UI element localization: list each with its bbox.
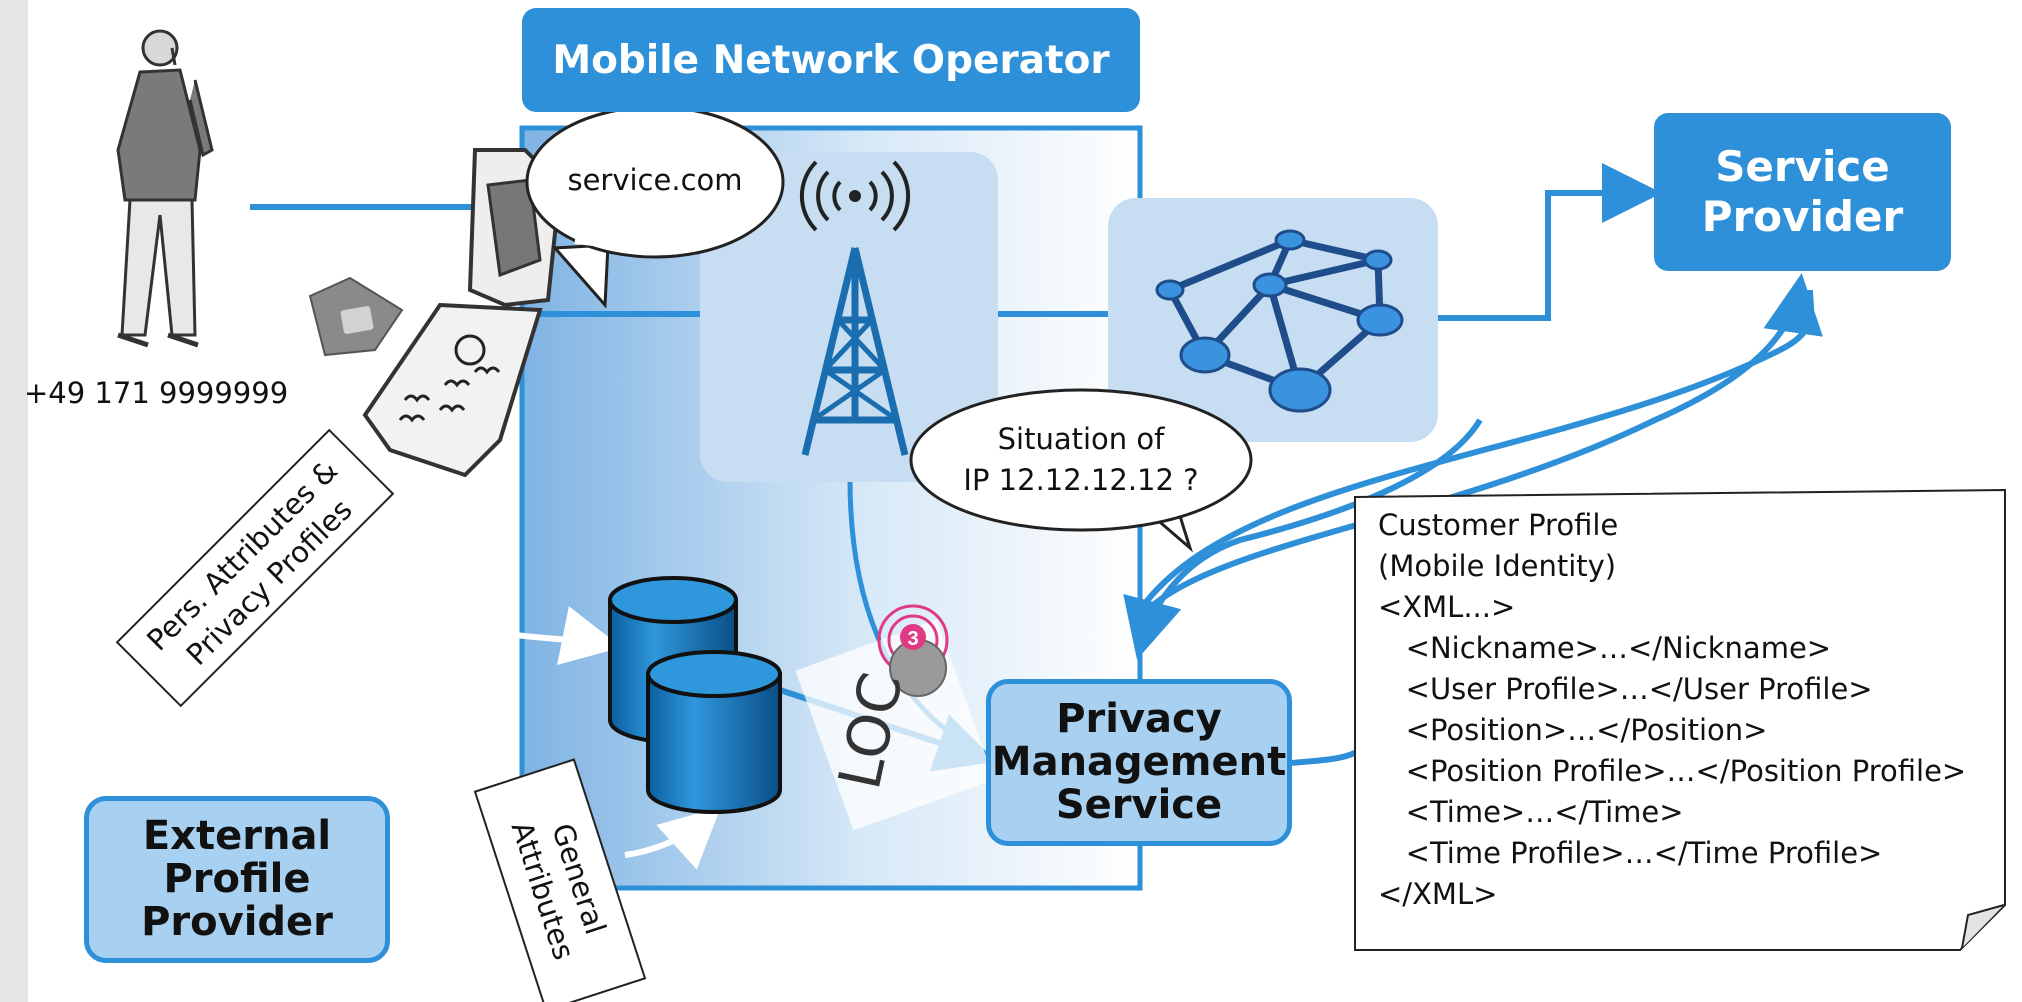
external-line3: Provider: [141, 899, 333, 946]
customer-profile-text: Customer Profile (Mobile Identity) <XML.…: [1378, 505, 1966, 915]
privacy-line3: Service: [1055, 782, 1223, 829]
customer-profile-document: [1354, 488, 2006, 951]
bubble-question-line1: Situation of: [998, 422, 1165, 456]
external-line2: Profile: [163, 855, 311, 902]
bubble-url-text: service.com: [567, 163, 742, 197]
external-line1: External: [142, 812, 332, 859]
privacy-line1: Privacy: [1056, 695, 1222, 742]
pers-attributes-label: Pers. Attributes & Privacy Profiles: [115, 428, 395, 708]
network-graph-icon: [1155, 229, 1404, 413]
profile-line: <Nickname>…</Nickname>: [1378, 631, 1832, 665]
database-icon-front: [646, 650, 782, 814]
operator-title-text: Mobile Network Operator: [552, 37, 1110, 83]
profile-line: <Time Profile>…</Time Profile>: [1378, 836, 1883, 870]
person-illustration: [116, 29, 214, 348]
privacy-management-service-box[interactable]: Privacy Management Service: [986, 679, 1292, 846]
left-border-strip: [0, 0, 28, 1002]
general-attributes-label: General Attributes: [473, 758, 647, 1002]
phone-number: +49 171 9999999: [24, 376, 289, 410]
profile-line: Customer Profile: [1378, 508, 1619, 542]
profile-line: <Time>…</Time>: [1378, 795, 1684, 829]
speech-bubble-url: service.com: [525, 105, 785, 309]
service-provider-box[interactable]: Service Provider: [1654, 113, 1951, 271]
operator-title: Mobile Network Operator: [522, 8, 1140, 112]
signal-waves-icon: [799, 160, 911, 232]
profile-line: <Position Profile>…</Position Profile>: [1378, 754, 1967, 788]
external-profile-provider-box[interactable]: External Profile Provider: [84, 796, 390, 963]
loc-graphic: 3 LOC: [795, 604, 995, 831]
loc-badge-icon: [900, 624, 926, 650]
white-arrows: [514, 606, 721, 870]
profile-line: </XML>: [1378, 877, 1498, 911]
privacy-line2: Management: [991, 738, 1287, 785]
network-panel: [1108, 198, 1438, 442]
profile-line: (Mobile Identity): [1378, 549, 1617, 583]
profile-line: <User Profile>…</User Profile>: [1378, 672, 1873, 706]
loc-badge: 3: [907, 628, 918, 650]
sim-card-icon: [308, 276, 404, 357]
speech-bubble-question: Situation of IP 12.12.12.12 ?: [909, 388, 1253, 553]
bubble-question-line2: IP 12.12.12.12 ?: [963, 463, 1198, 497]
service-provider-line1: Service: [1715, 141, 1890, 191]
profile-line: <Position>…</Position>: [1378, 713, 1768, 747]
profile-line: <XML...>: [1378, 590, 1516, 624]
service-provider-line2: Provider: [1701, 192, 1904, 241]
antenna-icon: [801, 247, 909, 456]
